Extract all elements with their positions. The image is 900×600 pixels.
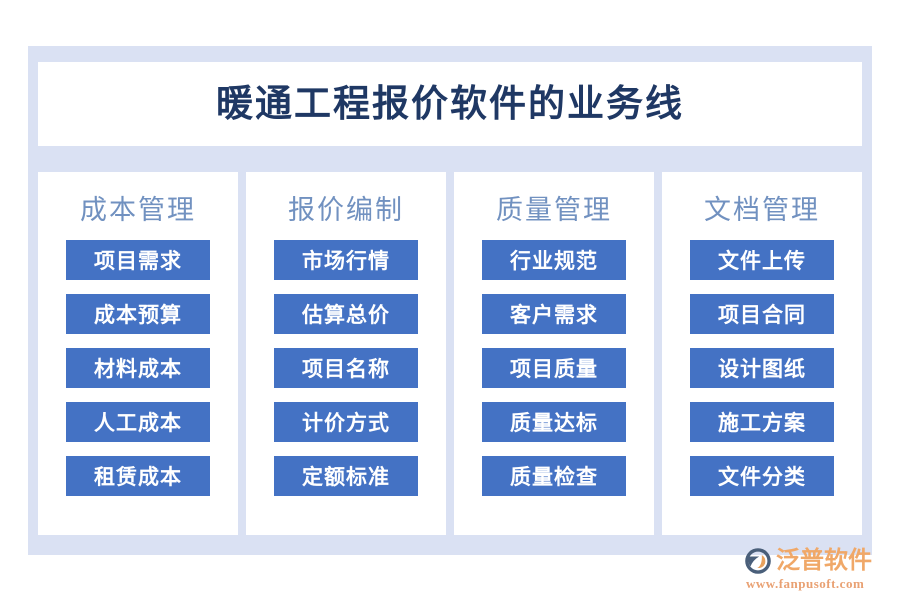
list-item[interactable]: 成本预算 [66,294,210,334]
column-items: 文件上传 项目合同 设计图纸 施工方案 文件分类 [690,240,834,496]
column-header: 成本管理 [80,194,196,225]
list-item[interactable]: 估算总价 [274,294,418,334]
column-items: 行业规范 客户需求 项目质量 质量达标 质量检查 [482,240,626,496]
list-item[interactable]: 行业规范 [482,240,626,280]
brand-logo: 泛普软件 www.fanpusoft.com [744,547,886,592]
list-item[interactable]: 项目需求 [66,240,210,280]
list-item[interactable]: 项目合同 [690,294,834,334]
column-cost-management: 成本管理 项目需求 成本预算 材料成本 人工成本 租赁成本 [38,172,238,535]
columns-container: 成本管理 项目需求 成本预算 材料成本 人工成本 租赁成本 报价编制 市场行情 … [38,172,862,535]
list-item[interactable]: 租赁成本 [66,456,210,496]
fanpu-swoosh-icon [744,547,772,575]
list-item[interactable]: 设计图纸 [690,348,834,388]
list-item[interactable]: 定额标准 [274,456,418,496]
list-item[interactable]: 客户需求 [482,294,626,334]
title-card: 暖通工程报价软件的业务线 [38,62,862,146]
list-item[interactable]: 质量达标 [482,402,626,442]
list-item[interactable]: 施工方案 [690,402,834,442]
list-item[interactable]: 人工成本 [66,402,210,442]
column-document-management: 文档管理 文件上传 项目合同 设计图纸 施工方案 文件分类 [662,172,862,535]
list-item[interactable]: 文件上传 [690,240,834,280]
list-item[interactable]: 质量检查 [482,456,626,496]
list-item[interactable]: 计价方式 [274,402,418,442]
logo-name: 泛普软件 [776,548,872,574]
column-header: 质量管理 [496,194,612,225]
logo-row: 泛普软件 [744,547,872,575]
list-item[interactable]: 材料成本 [66,348,210,388]
list-item[interactable]: 项目质量 [482,348,626,388]
column-items: 项目需求 成本预算 材料成本 人工成本 租赁成本 [66,240,210,496]
logo-url: www.fanpusoft.com [746,576,865,591]
column-header: 报价编制 [288,194,404,225]
list-item[interactable]: 项目名称 [274,348,418,388]
column-header: 文档管理 [704,194,820,225]
column-items: 市场行情 估算总价 项目名称 计价方式 定额标准 [274,240,418,496]
column-quality-management: 质量管理 行业规范 客户需求 项目质量 质量达标 质量检查 [454,172,654,535]
list-item[interactable]: 文件分类 [690,456,834,496]
list-item[interactable]: 市场行情 [274,240,418,280]
column-quotation-preparation: 报价编制 市场行情 估算总价 项目名称 计价方式 定额标准 [246,172,446,535]
page-title: 暖通工程报价软件的业务线 [216,83,684,125]
